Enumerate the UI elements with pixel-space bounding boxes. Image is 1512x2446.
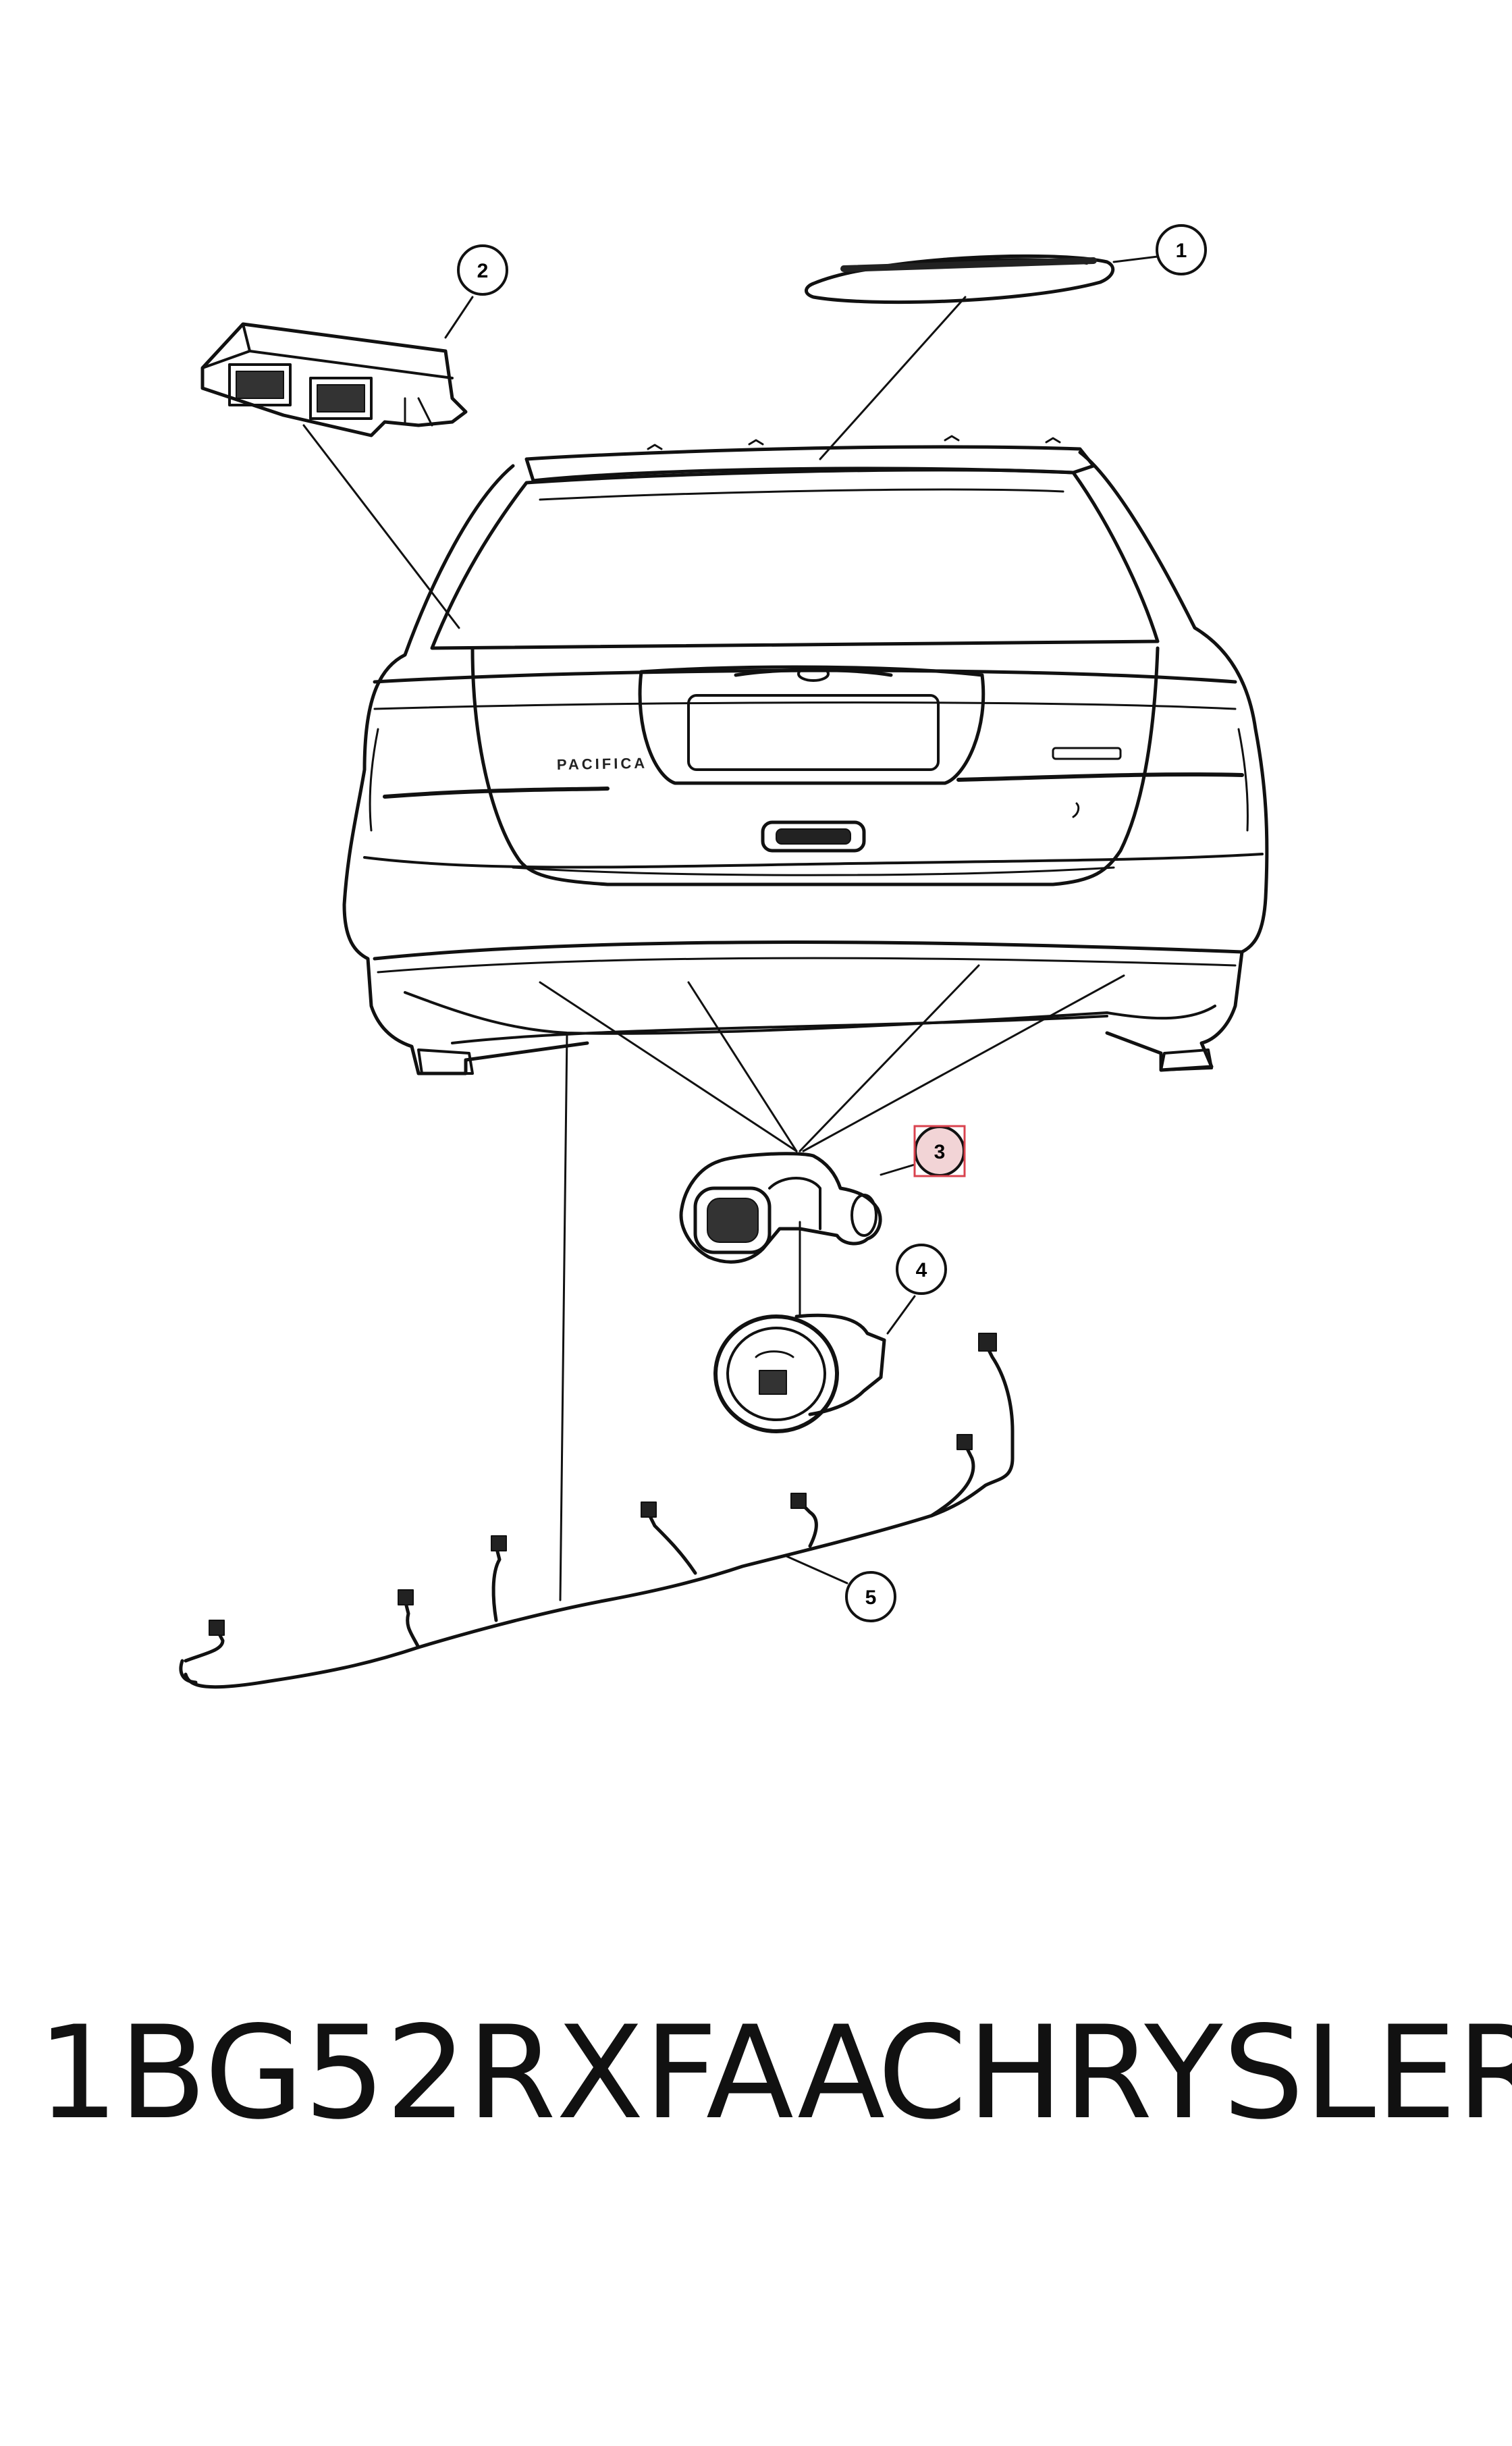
callout-3-highlighted[interactable]: 3 [913,1125,966,1177]
leader-line-3 [880,1163,916,1176]
leader-line-2 [444,296,474,339]
part-number: 1BG52RXFAA [37,1998,886,2148]
callout-5: 5 [845,1571,896,1622]
leader-line-4 [886,1295,916,1335]
caption: 1BG52RXFAA CHRYSLER [0,1998,1512,2174]
svg-text:1: 1 [1176,240,1187,262]
leader-line-2-to-car [302,424,460,629]
brake-light-part [805,254,1115,304]
svg-text:2: 2 [477,260,489,282]
control-module-part [200,322,468,437]
leader-line-1 [1112,255,1159,263]
callout-2: 2 [457,244,508,296]
sensor-bezel-part [713,1313,886,1433]
pacifica-badge: PACIFICA [557,755,648,773]
callout-4: 4 [896,1244,947,1295]
wiring-harness-part [179,1333,1015,1689]
leader-line-5 [785,1555,848,1585]
svg-text:5: 5 [865,1587,877,1609]
park-assist-sensor-part [679,1152,882,1264]
brand-name: CHRYSLER [878,1998,1512,2148]
svg-text:3: 3 [934,1141,946,1163]
vehicle-rear-view [342,435,1269,1075]
sensor-leader-lines [539,964,1125,1601]
parts-diagram: 1 2 3 4 5 PACIFICA [179,224,1269,1689]
leader-line-1-to-car [819,296,967,460]
callout-1: 1 [1156,224,1207,275]
svg-text:4: 4 [916,1259,927,1281]
